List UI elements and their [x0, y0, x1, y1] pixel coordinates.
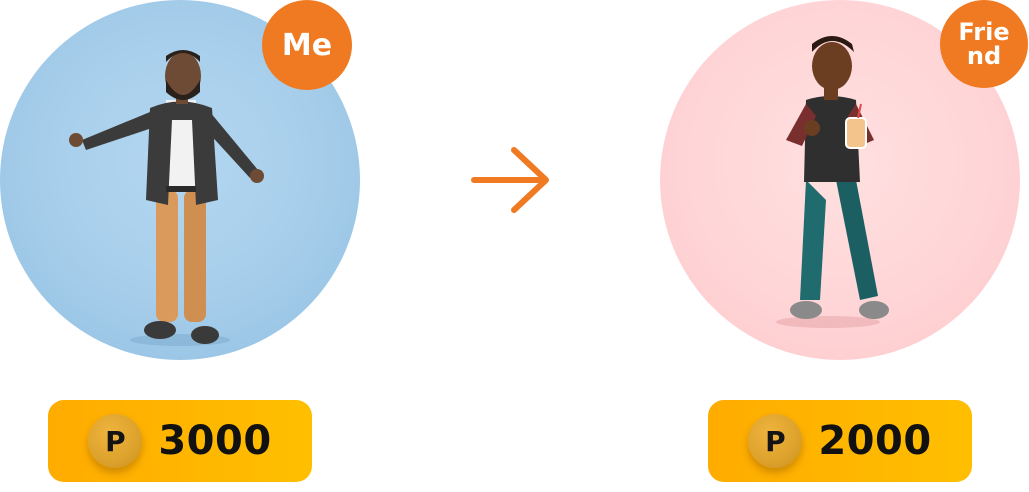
coin-icon: P: [88, 414, 143, 468]
friend-badge-label: Friend: [958, 18, 1010, 70]
boy-figure-illustration: [776, 36, 889, 328]
coin-icon: P: [748, 414, 803, 468]
arrow-right-icon: [470, 144, 552, 216]
coin-symbol: P: [765, 424, 786, 458]
man-figure-illustration: [69, 50, 264, 346]
receiver-coin-balance: P 2000: [708, 400, 972, 482]
receiver-avatar: [660, 0, 1020, 360]
receiver-amount: 2000: [818, 418, 932, 464]
me-badge-label: Me: [281, 27, 333, 63]
me-badge: Me: [262, 0, 352, 90]
sender-coin-balance: P 3000: [48, 400, 312, 482]
friend-badge: Friend: [940, 0, 1028, 88]
sender-amount: 3000: [158, 418, 272, 464]
coin-symbol: P: [105, 424, 126, 458]
